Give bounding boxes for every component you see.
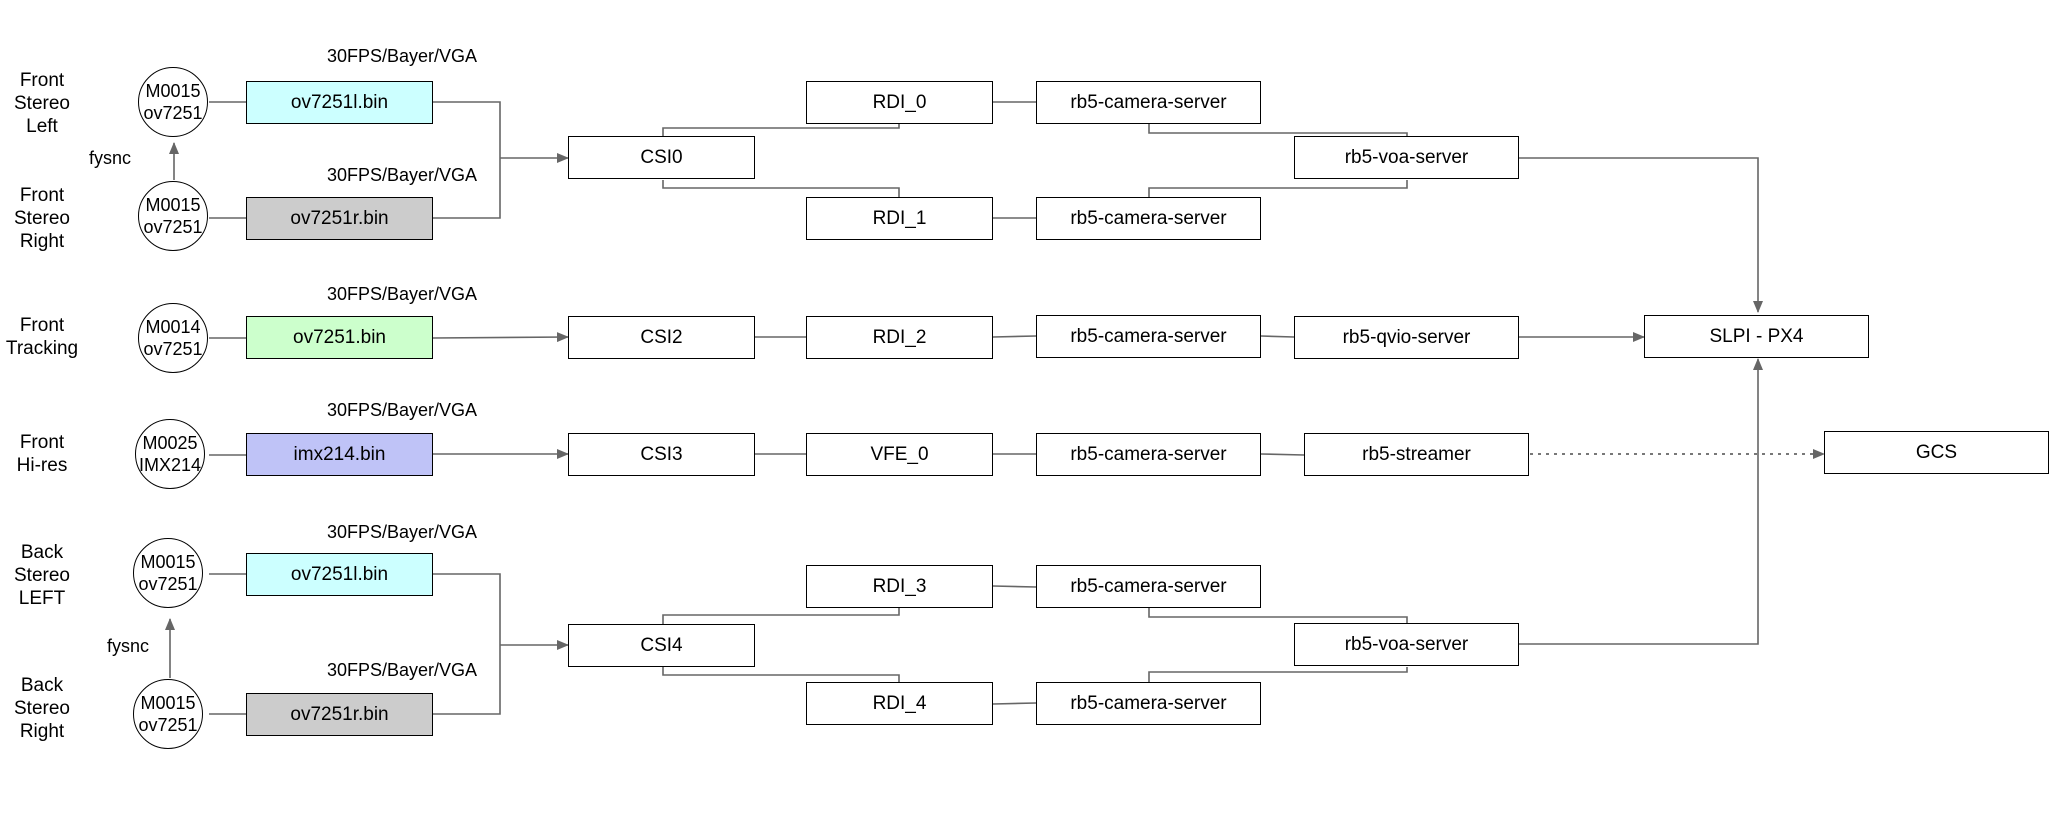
csi0-box: CSI0 [568,136,755,179]
csi4-to-rdi3 [662,608,900,624]
rdi4-box: RDI_4 [806,682,993,725]
bin-front-tracking: ov7251.bin [246,316,433,359]
label-line: Front [19,315,65,336]
streamer-box: rb5-streamer [1304,433,1529,476]
row-label-back-stereo-right: Back Stereo Right [0,674,87,743]
csi0-to-rdi1 [662,180,900,197]
camera-server-box: rb5-camera-server [1036,682,1261,725]
row-label-front-tracking: Front Tracking [0,314,87,360]
label-line: Front [19,432,65,453]
slpi-px4-box: SLPI - PX4 [1644,315,1869,358]
camera-server-box: rb5-camera-server [1036,433,1261,476]
fsync-label-front: fysnc [89,148,132,168]
sensor-chip: ov7251 [143,103,203,123]
format-label: 30FPS/Bayer/VGA [327,660,478,680]
csi2-box: CSI2 [568,316,755,359]
sensor-front-stereo-left: M0015 ov7251 [138,67,208,137]
bin-to-csi2 [432,332,569,343]
rdi1-box: RDI_1 [806,197,993,240]
fsync-label-back: fysnc [107,636,150,656]
sensor-front-stereo-right: M0015 ov7251 [138,181,208,251]
row-label-front-stereo-left: Front Stereo Left [0,69,87,138]
sensor-front-hires: M0025 IMX214 [135,419,205,489]
label-line: Stereo [14,698,70,719]
label-line: Left [26,116,58,137]
sensor-chip: IMX214 [138,455,202,475]
row-label-back-stereo-left: Back Stereo LEFT [0,541,87,610]
camera-server-box: rb5-camera-server [1036,197,1261,240]
sensor-model: M0015 [140,552,196,572]
camera-server-box: rb5-camera-server [1036,81,1261,124]
sensor-back-stereo-left: M0015 ov7251 [133,538,203,608]
sensor-model: M0015 [140,693,196,713]
bin-back-stereo-right: ov7251r.bin [246,693,433,736]
voa-top-to-slpi [1519,157,1763,313]
label-line: Tracking [5,338,79,359]
voa-server-box: rb5-voa-server [1294,136,1519,179]
label-line: Right [19,721,65,742]
sensor-chip: ov7251 [138,715,198,735]
csi0-to-rdi0 [662,124,900,136]
sensor-chip: ov7251 [143,339,203,359]
bin-front-hires: imx214.bin [246,433,433,476]
label-line: Hi-res [16,455,68,476]
label-line: Stereo [14,208,70,229]
bin-front-stereo-left: ov7251l.bin [246,81,433,124]
row-label-front-stereo-right: Front Stereo Right [0,184,87,253]
voa-server-box: rb5-voa-server [1294,623,1519,666]
sensor-model: M0025 [142,433,198,453]
label-line: Right [19,231,65,252]
rdi2-box: RDI_2 [806,316,993,359]
label-line: Front [19,70,65,91]
label-line: Back [20,542,64,563]
qvio-server-box: rb5-qvio-server [1294,316,1519,359]
row-label-front-hires: Front Hi-res [0,431,87,477]
rdi3-box: RDI_3 [806,565,993,608]
sensor-chip: ov7251 [138,574,198,594]
sensor-chip: ov7251 [143,217,203,237]
format-label: 30FPS/Bayer/VGA [327,165,478,185]
bin-back-stereo-left: ov7251l.bin [246,553,433,596]
label-line: Stereo [14,565,70,586]
csi3-box: CSI3 [568,433,755,476]
sensor-model: M0015 [145,195,201,215]
label-line: Back [20,675,64,696]
vfe0-box: VFE_0 [806,433,993,476]
sensor-model: M0014 [145,317,201,337]
format-label: 30FPS/Bayer/VGA [327,522,478,542]
camera-server-box: rb5-camera-server [1036,315,1261,358]
format-label: 30FPS/Bayer/VGA [327,284,478,304]
rdi0-box: RDI_0 [806,81,993,124]
format-label: 30FPS/Bayer/VGA [327,400,478,420]
csi4-to-rdi4 [662,667,900,682]
format-label: 30FPS/Bayer/VGA [327,46,478,66]
gcs-box: GCS [1824,431,2049,474]
merge-front-stereo [433,101,501,219]
label-line: Stereo [14,93,70,114]
label-line: LEFT [18,588,66,609]
csi4-box: CSI4 [568,624,755,667]
bin-front-stereo-right: ov7251r.bin [246,197,433,240]
merge-back-stereo [433,573,501,715]
sensor-front-tracking: M0014 ov7251 [138,303,208,373]
camera-server-box: rb5-camera-server [1036,565,1261,608]
sensor-back-stereo-right: M0015 ov7251 [133,679,203,749]
label-line: Front [19,185,65,206]
sensor-model: M0015 [145,81,201,101]
voa-bottom-to-slpi [1519,358,1763,645]
